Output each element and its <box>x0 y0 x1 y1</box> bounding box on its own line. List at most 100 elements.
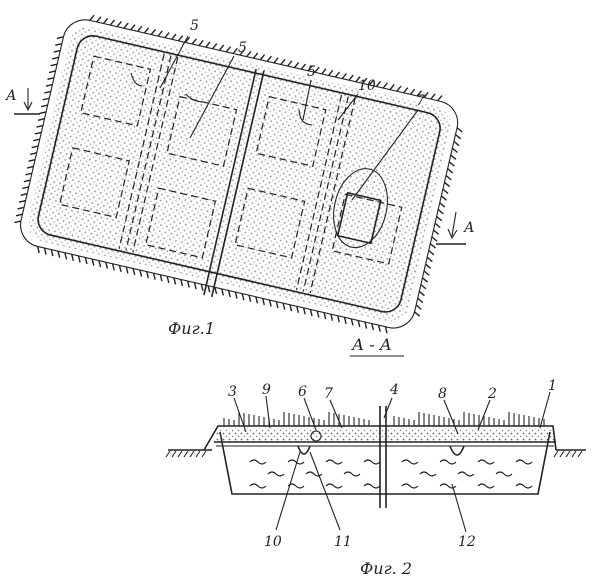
hatch-mark <box>177 35 184 42</box>
channel-left-dash-3 <box>132 56 179 253</box>
hatch-mark <box>420 284 427 290</box>
wave-mark <box>401 483 419 489</box>
embankment-dotted-band <box>27 26 451 322</box>
hatch-mark <box>96 16 102 23</box>
ground-hatch-mark <box>183 450 189 458</box>
ground-hatching <box>165 450 583 458</box>
hatch-mark <box>14 220 22 224</box>
label-2: 2 <box>487 386 497 402</box>
central-divider-line-a <box>203 68 257 296</box>
hatch-mark <box>47 77 55 81</box>
hatch-mark <box>37 118 45 121</box>
ground-hatch-mark <box>195 450 201 458</box>
hatch-mark <box>123 22 129 29</box>
section-title: А - А <box>351 335 392 354</box>
channel-right-dash-2 <box>302 96 349 292</box>
hatch-mark <box>173 277 177 285</box>
hatch-mark <box>25 172 33 176</box>
hatch-mark <box>48 70 56 74</box>
hatch-mark <box>448 161 455 167</box>
soil-layer-fill <box>216 428 554 442</box>
hatch-mark <box>18 199 26 203</box>
hatch-mark <box>241 293 245 301</box>
hatch-mark <box>36 124 44 128</box>
hatch-mark <box>389 84 395 91</box>
hatch-mark <box>109 19 116 26</box>
hatch-mark <box>434 222 441 229</box>
section-mark-left: А <box>5 88 17 104</box>
pit-6-stone <box>310 430 322 442</box>
hatch-mark <box>275 301 279 309</box>
hatch-mark <box>234 291 238 299</box>
hatch-mark <box>159 274 163 282</box>
hatch-mark <box>132 268 136 276</box>
hatch-mark <box>382 82 388 89</box>
leader-4 <box>383 397 393 419</box>
hatch-mark <box>193 282 197 290</box>
label-7: 7 <box>416 93 425 109</box>
hatch-mark <box>302 307 306 315</box>
hatch-mark <box>423 270 430 276</box>
hatch-mark <box>437 209 444 215</box>
hatch-mark <box>451 147 458 154</box>
hatch-mark <box>287 60 293 67</box>
hatch-mark <box>268 299 272 307</box>
hatch-mark <box>17 206 25 210</box>
ground-hatch-mark <box>559 450 565 458</box>
hatch-mark <box>426 256 433 263</box>
hatch-mark <box>255 296 259 304</box>
label-5-c: 5 <box>307 64 316 80</box>
hatch-mark <box>239 49 245 56</box>
figure-1-plan-view: 5 5 5 10 7 А А Фиг.1 <box>5 14 475 338</box>
leader-7b <box>329 399 343 429</box>
pit-6 <box>297 445 311 455</box>
hatch-mark <box>348 74 354 81</box>
central-divider-line-b <box>210 70 265 298</box>
wave-mark <box>287 459 305 465</box>
hatch-mark <box>89 14 95 21</box>
hatch-mark <box>309 309 313 317</box>
leader-5b <box>189 55 235 139</box>
hatch-mark <box>330 313 334 321</box>
wave-mark <box>343 471 361 477</box>
section-arrow-left-head <box>23 101 33 112</box>
label-10: 10 <box>358 78 376 94</box>
channel-right-dash-3 <box>309 97 356 294</box>
hatch-mark <box>316 310 320 318</box>
hatch-mark <box>323 312 327 320</box>
label-10-section: 10 <box>264 534 282 550</box>
hatch-mark <box>371 323 375 331</box>
hatch-mark <box>52 56 59 60</box>
hatch-mark <box>409 88 416 95</box>
wave-mark <box>515 483 533 489</box>
hatch-mark <box>414 311 421 317</box>
ground-hatch-mark <box>165 450 171 458</box>
hatch-mark <box>431 236 438 242</box>
ground-hatch-mark <box>577 450 583 458</box>
wave-mark <box>477 459 495 465</box>
grass-tufts <box>223 412 545 426</box>
hatch-mark <box>455 134 462 140</box>
ground-hatch-mark <box>177 450 183 458</box>
hatch-mark <box>105 262 109 269</box>
section-arrow-right-head <box>447 228 458 240</box>
hatch-mark <box>334 71 341 78</box>
wave-mark <box>325 459 343 465</box>
hatch-mark <box>23 179 31 183</box>
hatch-mark <box>20 193 28 196</box>
hatch-mark <box>166 276 170 284</box>
hatch-mark <box>364 321 368 329</box>
embankment-hatching <box>14 14 463 334</box>
fig1-caption: Фиг.1 <box>168 319 215 338</box>
wave-mark <box>401 459 419 465</box>
ground-hatch-mark <box>189 450 195 458</box>
hatch-mark <box>396 85 402 92</box>
wave-mark <box>495 471 513 477</box>
hatch-mark <box>207 285 211 293</box>
leader-10b <box>275 451 301 531</box>
hatch-mark <box>403 87 409 94</box>
hatch-mark <box>198 39 204 47</box>
hatch-mark <box>44 90 51 94</box>
wave-mark <box>439 483 457 489</box>
leader-10 <box>337 93 359 121</box>
